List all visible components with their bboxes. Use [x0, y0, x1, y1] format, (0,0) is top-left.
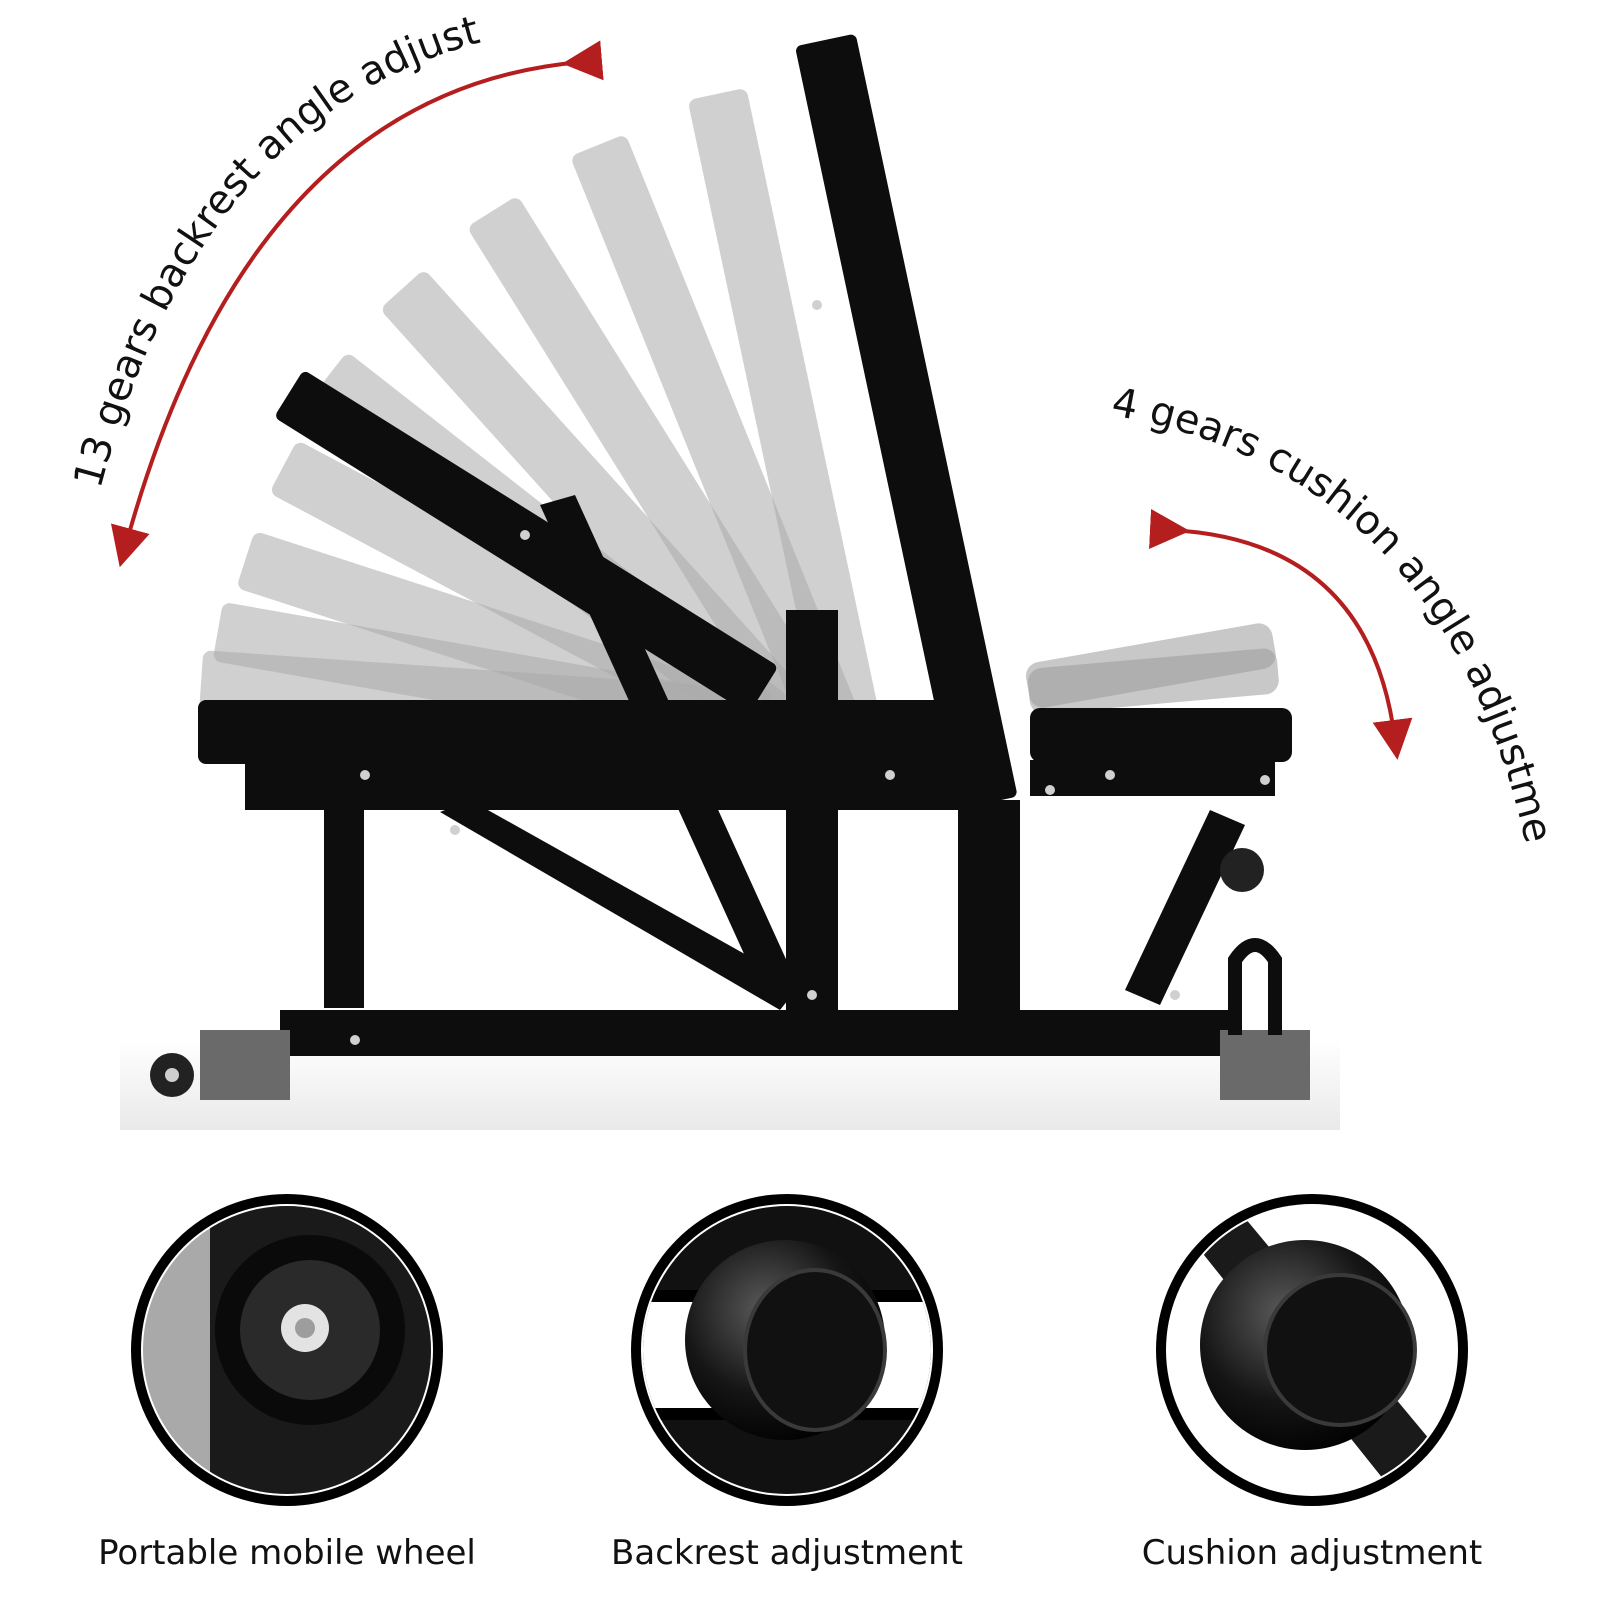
- detail-circle-wheel: [131, 1194, 443, 1506]
- detail-circle-cushion: [1156, 1194, 1468, 1506]
- caption-backrest: Backrest adjustment: [611, 1533, 963, 1573]
- backrest-upright: [796, 34, 1017, 809]
- detail-circle-backrest: [631, 1194, 943, 1506]
- caption-wheel: Portable mobile wheel: [98, 1533, 476, 1573]
- bench-base-beam: [280, 1010, 1240, 1056]
- cushion-ghost-positions: [1025, 623, 1279, 714]
- bench-seat: [198, 700, 998, 764]
- bench-seat-rail: [245, 760, 985, 810]
- cushion-knob-icon: [1200, 1240, 1417, 1450]
- backrest-range-arrow: [110, 40, 604, 568]
- caption-cushion: Cushion adjustment: [1141, 1533, 1483, 1573]
- cushion-range-arrow: [1149, 509, 1413, 760]
- backrest-knob-icon: [685, 1240, 887, 1440]
- wheel-icon: [215, 1235, 405, 1425]
- front-cushion: [1030, 708, 1292, 762]
